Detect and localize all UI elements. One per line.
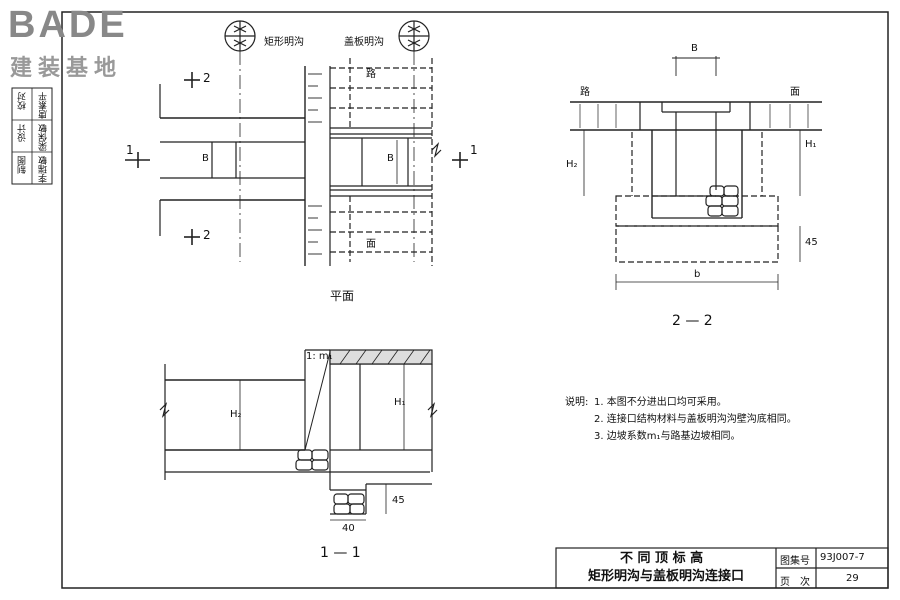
- section-1-label-right: 1: [470, 143, 478, 157]
- dim-h2-22: H₂: [566, 159, 578, 170]
- stone-masonry-1-1: [295, 449, 365, 515]
- brand-subtitle: 建装基地: [10, 56, 123, 81]
- dim-B-top: B: [691, 43, 698, 54]
- label-face: 面: [366, 239, 376, 250]
- dim-b-22: b: [694, 269, 701, 280]
- label-road-left: 路: [580, 87, 590, 98]
- dim-h1-11: H₁: [394, 397, 406, 408]
- note-item-3: 3. 边坡系数m₁与路基边坡相同。: [594, 431, 741, 442]
- title-block: [555, 547, 889, 589]
- sign-name-2: 梁保敏: [39, 124, 49, 151]
- dim-b-cover: B: [387, 153, 394, 164]
- sign-role-3: 制图: [18, 156, 28, 174]
- sheet-frame: [61, 11, 889, 589]
- section-2-2-title: 2 — 2: [672, 313, 713, 329]
- atlas-number-value: 93J007-7: [820, 552, 865, 563]
- sign-name-3: 李瑞敏: [39, 156, 49, 183]
- section-1-1-title: 1 — 1: [320, 545, 361, 561]
- section-mark-1-left: [125, 152, 150, 168]
- section-1-1: [159, 349, 438, 521]
- dim-40-11: 40: [342, 523, 355, 534]
- label-cover-ditch: 盖板明沟: [344, 37, 384, 48]
- dim-45-22: 45: [805, 237, 818, 248]
- label-rect-ditch: 矩形明沟: [264, 37, 304, 48]
- dim-h2-11: H₂: [230, 409, 242, 420]
- dim-h1-22: H₁: [805, 139, 817, 150]
- label-road-right: 面: [790, 87, 800, 98]
- section-mark-1-right: [452, 152, 468, 168]
- label-road: 路: [366, 69, 376, 80]
- slope-label: 1: m₁: [306, 351, 333, 362]
- note-item-1: 1. 本图不分进出口均可采用。: [594, 397, 727, 408]
- sign-role-2: 设计: [18, 124, 28, 142]
- plan-view: [125, 20, 468, 266]
- section-mark-2-bottom: [184, 229, 200, 245]
- drawing-title-line1: 不 同 顶 标 高: [620, 551, 704, 566]
- page-number-value: 29: [846, 573, 859, 584]
- page-number-label: 页 次: [780, 577, 810, 588]
- notes-heading: 说明:: [565, 397, 589, 408]
- section-2-label-top: 2: [203, 71, 211, 85]
- dim-45-11: 45: [392, 495, 405, 506]
- grid-axis-left: [224, 20, 256, 262]
- section-mark-2-top: [184, 72, 200, 88]
- section-1-label-left: 1: [126, 143, 134, 157]
- note-item-2: 2. 连接口结构材料与盖板明沟沟壁沟底相同。: [594, 414, 797, 425]
- section-2-2: [570, 56, 822, 290]
- grid-axis-right: [398, 20, 430, 262]
- brand-logo: BADE: [8, 4, 128, 46]
- plan-title: 平面: [330, 289, 355, 303]
- sign-role-1: 校对: [18, 92, 28, 110]
- dim-b-rect: B: [202, 153, 209, 164]
- drawing-title-line2: 矩形明沟与盖板明沟连接口: [588, 569, 745, 584]
- atlas-number-label: 图集号: [780, 556, 810, 567]
- section-2-label-bottom: 2: [203, 228, 211, 242]
- stone-masonry-2-2: [705, 185, 739, 217]
- sign-name-1: 唐素平: [39, 92, 49, 119]
